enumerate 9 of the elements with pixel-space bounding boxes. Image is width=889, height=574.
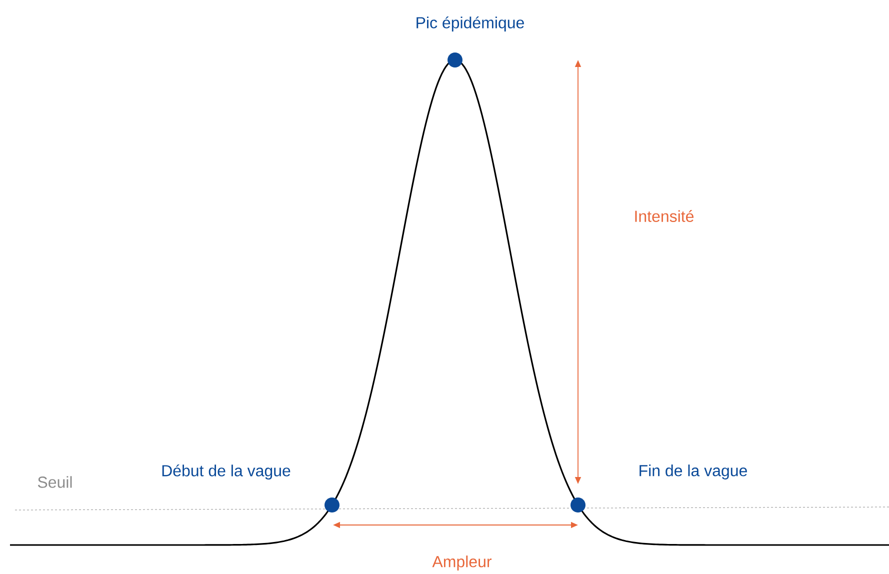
data-point (570, 498, 586, 512)
data-point (324, 498, 340, 512)
point-label: Fin de la vague (640, 464, 747, 480)
threshold-label: Seuil (38, 476, 72, 488)
data-point (448, 52, 462, 68)
dimension-label: Intensité (635, 210, 694, 222)
point-label: Pic épidémique (416, 16, 524, 32)
dimension-label: Ampleur (432, 556, 492, 570)
point-label: Début de la vague (162, 464, 290, 480)
